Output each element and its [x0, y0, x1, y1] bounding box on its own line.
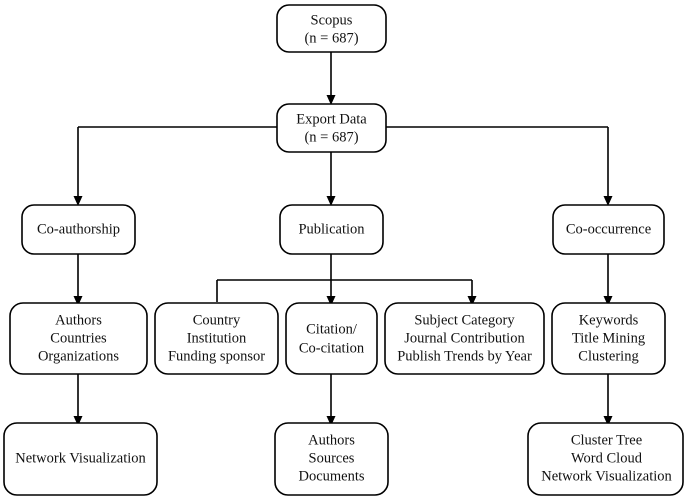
node-publication-label: Publication [298, 221, 365, 237]
node-authors-countries-organizations-line-1: Authors [55, 312, 102, 328]
node-country-institution-funding-line-3: Funding sponsor [168, 348, 265, 364]
node-citation-cocitation-box [285, 302, 378, 375]
node-scopus[interactable]: Scopus (n = 687) [276, 4, 387, 53]
node-country-institution-funding[interactable]: Country Institution Funding sponsor [154, 302, 279, 375]
arrowhead-scopus-to-export-data [326, 95, 336, 105]
node-authors-sources-documents-box [274, 422, 389, 496]
node-authors-sources-documents-line-1: Authors [308, 432, 355, 448]
node-keywords-title-clustering-box [551, 302, 666, 375]
node-citation-cocitation-line-1: Citation/ [306, 321, 358, 337]
node-publication[interactable]: Publication [279, 204, 384, 255]
node-authors-sources-documents-line-2: Sources [309, 450, 355, 466]
node-subject-journal-trends[interactable]: Subject Category Journal Contribution Pu… [384, 302, 545, 375]
node-keywords-title-clustering-line-1: Keywords [579, 312, 639, 328]
node-authors-countries-organizations-line-3: Organizations [38, 348, 119, 364]
node-country-institution-funding-box [154, 302, 279, 375]
node-subject-journal-trends-box [384, 302, 545, 375]
node-subject-journal-trends-line-1: Subject Category [414, 312, 515, 328]
arrowhead-publication-to-citation [326, 296, 336, 306]
arrowhead-publication-to-subject-category [467, 296, 477, 306]
node-co-occurrence-label: Co-occurrence [566, 221, 651, 237]
node-scopus-box [276, 4, 387, 53]
node-publication-box [279, 204, 384, 255]
node-authors-countries-organizations-box [9, 302, 148, 375]
arrowhead-co-authorship-to-authors [73, 296, 83, 306]
node-network-visualization-box [3, 422, 158, 496]
node-subject-journal-trends-line-3: Publish Trends by Year [397, 348, 532, 364]
node-authors-sources-documents[interactable]: Authors Sources Documents [274, 422, 389, 496]
node-network-visualization-label: Network Visualization [15, 450, 146, 466]
node-keywords-title-clustering-line-3: Clustering [578, 348, 638, 364]
node-co-authorship-label: Co-authorship [37, 221, 120, 237]
arrowhead-co-occurrence-to-keywords [603, 296, 613, 306]
node-cluster-wordcloud-network[interactable]: Cluster Tree Word Cloud Network Visualiz… [527, 422, 684, 496]
node-export-data-line-1: Export Data [296, 111, 367, 127]
arrowhead-export-to-publication [326, 196, 336, 206]
node-citation-cocitation[interactable]: Citation/ Co-citation [285, 302, 378, 375]
node-authors-sources-documents-line-3: Documents [298, 468, 364, 484]
node-co-authorship[interactable]: Co-authorship [21, 204, 136, 255]
node-export-data-box [276, 103, 387, 153]
node-keywords-title-clustering[interactable]: Keywords Title Mining Clustering [551, 302, 666, 375]
node-country-institution-funding-line-1: Country [193, 312, 241, 328]
node-scopus-line-1: Scopus [311, 12, 353, 28]
arrowhead-citation-to-authors-sources [326, 416, 336, 426]
arrowhead-export-to-co-authorship [73, 196, 83, 206]
node-co-authorship-box [21, 204, 136, 255]
node-cluster-wordcloud-network-line-1: Cluster Tree [571, 432, 642, 448]
node-citation-cocitation-line-2: Co-citation [299, 340, 365, 356]
arrowhead-authors-to-network-visualization [73, 416, 83, 426]
node-country-institution-funding-line-2: Institution [187, 330, 247, 346]
node-co-occurrence-box [552, 204, 665, 255]
node-co-occurrence[interactable]: Co-occurrence [552, 204, 665, 255]
arrowhead-keywords-to-cluster-tree [603, 416, 613, 426]
node-export-data-line-2: (n = 687) [304, 129, 358, 145]
node-export-data[interactable]: Export Data (n = 687) [276, 103, 387, 153]
node-cluster-wordcloud-network-line-3: Network Visualization [541, 468, 672, 484]
connector-layer [73, 52, 613, 426]
node-subject-journal-trends-line-2: Journal Contribution [404, 330, 525, 346]
node-network-visualization[interactable]: Network Visualization [3, 422, 158, 496]
node-cluster-wordcloud-network-line-2: Word Cloud [571, 450, 643, 466]
node-scopus-line-2: (n = 687) [304, 30, 358, 46]
arrowhead-export-to-co-occurrence [603, 196, 613, 206]
node-authors-countries-organizations[interactable]: Authors Countries Organizations [9, 302, 148, 375]
node-authors-countries-organizations-line-2: Countries [50, 330, 107, 346]
node-cluster-wordcloud-network-box [527, 422, 684, 496]
node-keywords-title-clustering-line-2: Title Mining [572, 330, 645, 346]
